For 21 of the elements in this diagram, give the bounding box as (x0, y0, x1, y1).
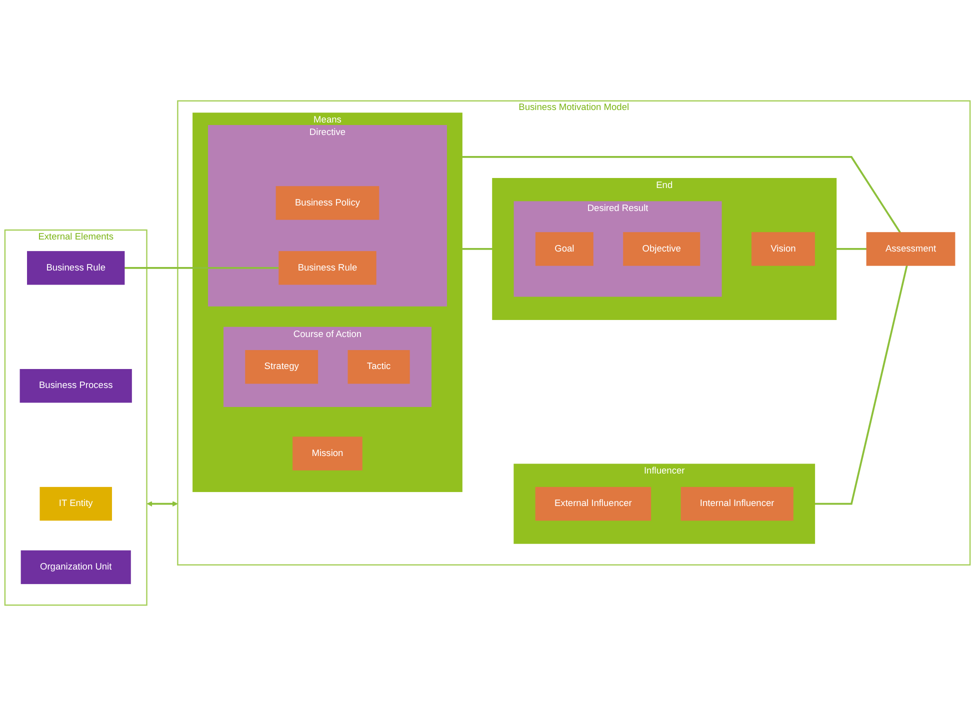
node-box: Goal (535, 232, 594, 266)
node-box: Strategy (245, 350, 318, 384)
node-box: Vision (751, 232, 815, 266)
node-box: Organization Unit (20, 550, 131, 584)
connector (124, 267, 280, 269)
node-box: Business Process (20, 369, 132, 403)
node-box: Business Rule (278, 251, 376, 285)
connector (462, 156, 902, 234)
node-box: Objective (623, 232, 700, 266)
connector (836, 248, 867, 250)
node-box: Mission (292, 436, 362, 470)
node-box: IT Entity (40, 486, 112, 521)
arrow (146, 501, 178, 507)
node-box: External Influencer (535, 486, 652, 521)
node-box: Internal Influencer (680, 486, 794, 521)
node-box: Tactic (348, 350, 410, 384)
connector (814, 265, 908, 505)
node-box: Business Policy (276, 186, 380, 220)
node-box: Business Rule (27, 251, 125, 285)
connector (462, 248, 493, 250)
node-box: Assessment (866, 232, 956, 266)
